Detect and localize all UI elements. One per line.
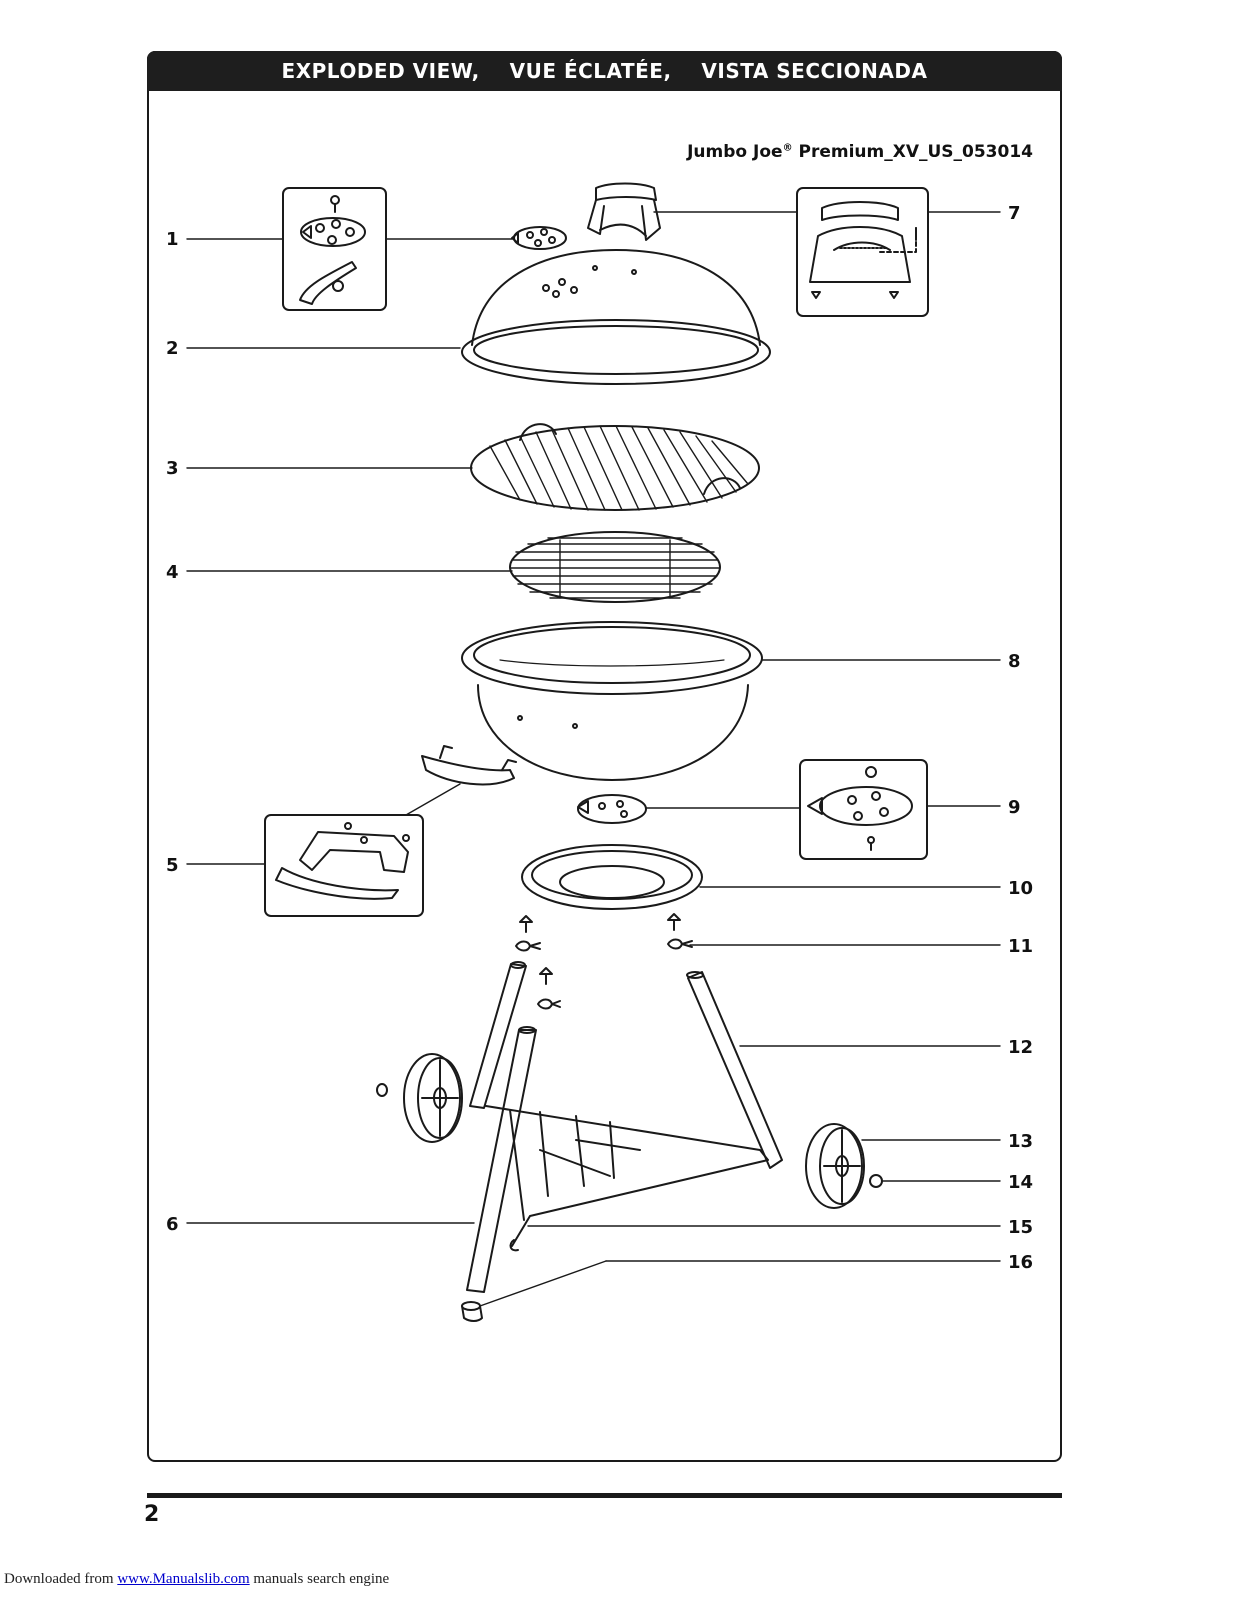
callout-5: 5 [166, 855, 179, 876]
title-spanish: VISTA SECCIONADA [701, 59, 928, 83]
part-2-lid [461, 249, 771, 385]
part-7-lid-handle [587, 182, 661, 241]
callout-7: 7 [1008, 203, 1021, 224]
callout-3: 3 [166, 458, 179, 479]
callout-10: 10 [1008, 878, 1033, 899]
callout-4: 4 [166, 562, 179, 583]
part-5-handle-detail [264, 814, 424, 917]
download-note: Downloaded from www.Manualslib.com manua… [4, 1571, 389, 1588]
callout-15: 15 [1008, 1217, 1033, 1238]
part-9-vent [577, 794, 647, 824]
part-16-foot-cap [461, 1301, 483, 1322]
part-5-bowl-handle [421, 745, 517, 786]
callout-12: 12 [1008, 1037, 1033, 1058]
part-7-handle-detail [796, 187, 929, 317]
footer-rule [147, 1493, 1062, 1498]
part-9-vent-detail [799, 759, 928, 860]
title-french: VUE ÉCLATÉE, [509, 59, 672, 83]
registered-mark: ® [782, 142, 793, 154]
title-english: EXPLODED VIEW, [281, 59, 480, 83]
manualslib-link[interactable]: www.Manualslib.com [117, 1571, 250, 1587]
callout-2: 2 [166, 338, 179, 359]
callout-numbers: 1 2 3 4 5 6 7 8 9 10 11 12 13 14 15 16 [166, 203, 1033, 1273]
part-11-leg-fasteners [515, 913, 693, 1010]
part-15-triangle-frame [485, 1105, 769, 1252]
callout-1: 1 [166, 229, 179, 250]
callout-9: 9 [1008, 797, 1021, 818]
leader-lines [186, 211, 1001, 1307]
part-12-legs [469, 961, 783, 1169]
download-prefix: Downloaded from [4, 1571, 118, 1587]
callout-6: 6 [166, 1214, 179, 1235]
part-1-damper [511, 226, 567, 250]
part-1-damper-detail [282, 187, 387, 311]
part-6-front-leg [466, 1026, 537, 1293]
callout-14: 14 [1008, 1172, 1033, 1193]
part-10-ash-pan [521, 844, 703, 910]
page-number: 2 [144, 1502, 160, 1527]
download-suffix: manuals search engine [249, 1571, 390, 1587]
part-8-bowl [461, 621, 763, 781]
callout-11: 11 [1008, 936, 1033, 957]
model-code: Premium_XV_US_053014 [792, 142, 1033, 162]
page-title-banner: EXPLODED VIEW, VUE ÉCLATÉE, VISTA SECCIO… [147, 51, 1062, 91]
model-name: Jumbo Joe [687, 142, 783, 162]
callout-16: 16 [1008, 1252, 1033, 1273]
callout-13: 13 [1008, 1131, 1033, 1152]
model-label: Jumbo Joe® Premium_XV_US_053014 [687, 142, 1033, 162]
part-3-cooking-grate [470, 423, 760, 511]
part-4-charcoal-grate [509, 531, 721, 603]
part-13-wheels [403, 1053, 865, 1209]
callout-8: 8 [1008, 651, 1021, 672]
